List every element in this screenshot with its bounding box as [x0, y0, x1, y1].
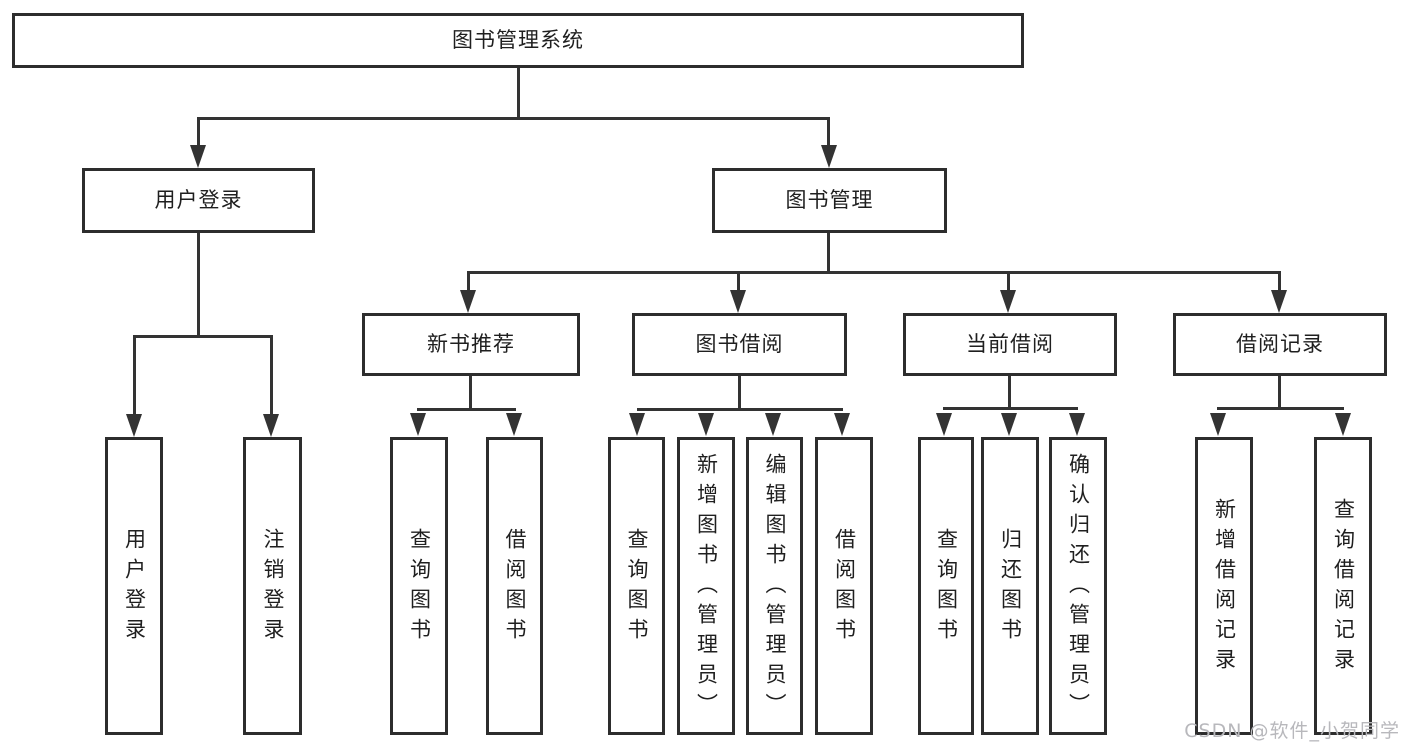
node-add-borrow-record: 新增借阅记录: [1195, 437, 1253, 735]
node-library-system: 图书管理系统: [12, 13, 1024, 68]
node-login-leaf: 用户登录: [105, 437, 163, 735]
node-borrow-books-borrowing: 借阅图书: [815, 437, 873, 735]
node-borrow-records: 借阅记录: [1173, 313, 1387, 376]
node-logout-leaf: 注销登录: [243, 437, 302, 735]
arrow-down-icon: [506, 413, 522, 436]
arrow-down-icon: [1210, 413, 1226, 436]
connector-borrow-records-rail: [1217, 407, 1344, 410]
connector-current-borrowing-rail: [943, 407, 1078, 410]
connector-book-borrowing-stem: [738, 376, 741, 410]
connector-drop-login: [133, 335, 136, 415]
arrow-down-icon: [410, 413, 426, 436]
arrow-down-icon: [1271, 290, 1287, 313]
arrow-down-icon: [834, 413, 850, 436]
connector-drop-new-book: [467, 271, 470, 293]
connector-drop-user-login: [197, 117, 200, 148]
arrow-down-icon: [1069, 413, 1085, 436]
connector-root-rail: [197, 117, 830, 120]
arrow-down-icon: [460, 290, 476, 313]
connector-drop-current-borrowing: [1007, 271, 1010, 293]
connector-drop-book-borrowing: [737, 271, 740, 293]
arrow-down-icon: [263, 414, 279, 437]
node-query-borrow-record: 查询借阅记录: [1314, 437, 1372, 735]
node-query-books-borrowing: 查询图书: [608, 437, 665, 735]
node-new-book-recommend: 新书推荐: [362, 313, 580, 376]
node-book-management: 图书管理: [712, 168, 947, 233]
connector-book-management-stem: [827, 233, 830, 274]
connector-current-borrowing-stem: [1008, 376, 1011, 409]
connector-user-login-stem: [197, 233, 200, 337]
arrow-down-icon: [629, 413, 645, 436]
node-return-books: 归还图书: [981, 437, 1039, 735]
node-query-books-current: 查询图书: [918, 437, 974, 735]
node-confirm-return-admin: 确认归还（管理员）: [1049, 437, 1107, 735]
node-add-books-admin: 新增图书（管理员）: [677, 437, 735, 735]
arrow-down-icon: [1000, 290, 1016, 313]
csdn-watermark: CSDN @软件_小贺同学: [1184, 720, 1400, 742]
arrow-down-icon: [1001, 413, 1017, 436]
connector-book-borrowing-rail: [637, 408, 843, 411]
arrow-down-icon: [698, 413, 714, 436]
arrow-down-icon: [765, 413, 781, 436]
connector-book-management-rail: [467, 271, 1281, 274]
arrow-down-icon: [126, 414, 142, 437]
node-borrow-books-recommend: 借阅图书: [486, 437, 543, 735]
connector-borrow-records-stem: [1278, 376, 1281, 409]
node-book-borrowing: 图书借阅: [632, 313, 847, 376]
arrow-down-icon: [936, 413, 952, 436]
arrow-down-icon: [730, 290, 746, 313]
connector-root-stem: [517, 68, 520, 120]
connector-drop-borrow-records: [1278, 271, 1281, 293]
node-edit-books-admin: 编辑图书（管理员）: [746, 437, 803, 735]
node-query-books-recommend: 查询图书: [390, 437, 448, 735]
connector-new-book-stem: [469, 376, 472, 410]
node-user-login: 用户登录: [82, 168, 315, 233]
node-current-borrowing: 当前借阅: [903, 313, 1117, 376]
arrow-down-icon: [821, 145, 837, 168]
arrow-down-icon: [1335, 413, 1351, 436]
arrow-down-icon: [190, 145, 206, 168]
connector-new-book-rail: [417, 408, 516, 411]
connector-drop-book-management: [827, 117, 830, 148]
connector-user-login-rail: [133, 335, 273, 338]
connector-drop-logout: [270, 335, 273, 415]
